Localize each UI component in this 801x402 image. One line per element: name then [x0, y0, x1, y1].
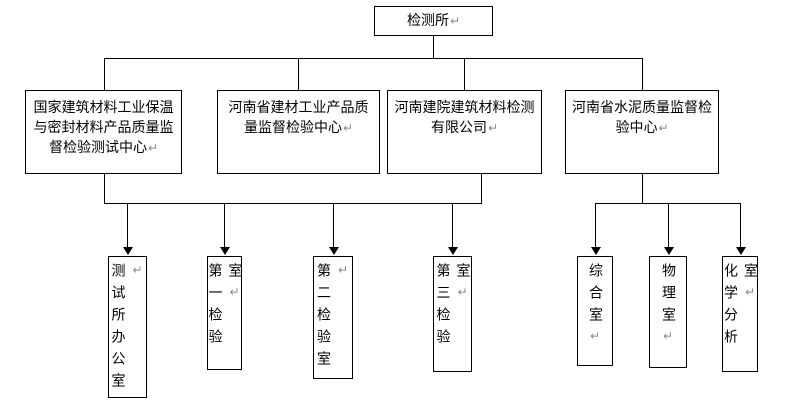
org-box-office-2: 第一检验室↵ [206, 256, 243, 370]
org-box-office-3-label: 第二检验室 [315, 263, 331, 373]
org-box-office-3: 第二检验室 ↵ [313, 256, 353, 379]
paragraph-mark-icon: ↵ [661, 329, 675, 343]
org-box-office-7-label: 化学分析室 [722, 263, 758, 351]
org-box-office-5: 综合室↵ [577, 256, 613, 366]
connector-drop-center-4 [642, 58, 643, 90]
connector-stem-center-3 [481, 174, 482, 203]
org-box-center-1-label: 国家建筑材料工业保温与密封材料产品质量监督检验测试中心 [33, 100, 174, 156]
connector-stem-center-1 [104, 174, 105, 203]
paragraph-mark-icon: ↵ [147, 141, 159, 155]
org-box-center-4-label: 河南省水泥质量监督检验中心 [572, 100, 712, 136]
arrow-line-office-5 [595, 203, 596, 247]
org-box-center-3: 河南建院建筑材料检测有限公司↵ [387, 90, 542, 174]
org-box-office-4: 第三检验室↵ [433, 256, 472, 372]
org-box-center-2-label: 河南省建材工业产品质量监督检验中心 [228, 100, 369, 136]
org-box-office-6: 物理室↵ [649, 256, 687, 368]
org-box-root-label: 检测所 [406, 13, 449, 29]
arrow-line-office-3 [333, 203, 334, 247]
connector-drop-center-2 [298, 58, 299, 90]
arrow-line-office-2 [224, 203, 225, 247]
arrow-head-icon [591, 247, 601, 255]
org-box-center-3-label: 河南建院建筑材料检测有限公司 [394, 100, 535, 136]
arrow-head-icon [664, 247, 674, 255]
arrow-head-icon [448, 247, 458, 255]
arrow-line-office-6 [668, 203, 669, 247]
paragraph-mark-icon: ↵ [455, 285, 470, 299]
org-box-office-6-label: 物理室 [660, 263, 676, 329]
arrow-head-icon [736, 247, 746, 255]
arrow-line-office-4 [452, 203, 453, 247]
org-box-office-7: 化学分析室↵ [722, 256, 758, 372]
org-box-office-4-label: 第三检验室 [434, 263, 471, 351]
org-box-office-5-label: 综合室 [587, 263, 603, 329]
paragraph-mark-icon: ↵ [336, 263, 350, 277]
paragraph-mark-icon: ↵ [342, 121, 354, 135]
connector-drop-center-3 [464, 58, 465, 90]
org-box-center-2: 河南省建材工业产品质量监督检验中心↵ [217, 90, 380, 174]
connector-bus-right [595, 203, 740, 204]
paragraph-mark-icon: ↵ [227, 285, 242, 299]
connector-root-stem [433, 36, 434, 58]
arrow-head-icon [220, 247, 230, 255]
connector-drop-center-1 [104, 58, 105, 90]
connector-bus-top [104, 58, 643, 59]
connector-bus-left [104, 203, 482, 204]
paragraph-mark-icon: ↵ [743, 285, 757, 299]
arrow-line-office-7 [740, 203, 741, 247]
org-box-office-2-label: 第一检验室 [206, 263, 243, 351]
connector-stem-center-4 [642, 174, 643, 203]
org-box-center-4: 河南省水泥质量监督检验中心↵ [565, 90, 719, 174]
org-box-center-1: 国家建筑材料工业保温与密封材料产品质量监督检验测试中心↵ [25, 90, 182, 174]
paragraph-mark-icon: ↵ [588, 329, 602, 343]
paragraph-mark-icon: ↵ [130, 263, 145, 277]
org-box-root: 检测所↵ [374, 6, 493, 36]
paragraph-mark-icon: ↵ [658, 121, 669, 135]
paragraph-mark-icon: ↵ [449, 14, 461, 28]
arrow-head-icon [123, 247, 133, 255]
paragraph-mark-icon: ↵ [487, 121, 499, 135]
org-box-office-1: 测试所办公室 ↵ [108, 256, 147, 398]
arrow-head-icon [329, 247, 339, 255]
arrow-line-office-1 [127, 203, 128, 247]
org-box-office-1-label: 测试所办公室 [109, 263, 126, 395]
